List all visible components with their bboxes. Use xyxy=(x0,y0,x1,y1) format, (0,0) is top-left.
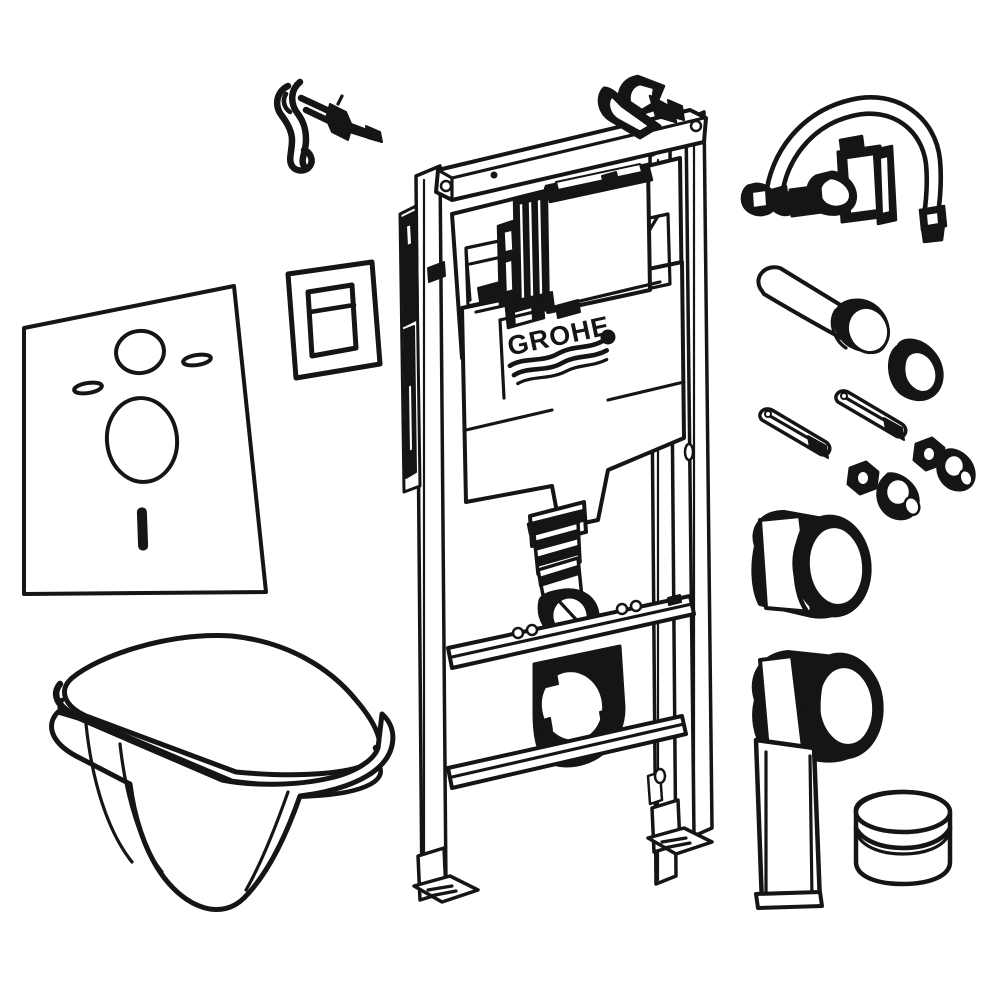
waste-bend-elbow xyxy=(753,737,824,910)
frame-mid-crossbar xyxy=(446,594,696,670)
frame-top-bracket xyxy=(597,74,685,140)
threaded-rod-lower xyxy=(758,407,832,459)
dual-flush-plate[interactable] xyxy=(285,259,383,381)
frame-feet xyxy=(412,767,714,904)
concealed-cistern: GROHE xyxy=(450,156,686,530)
mat-slot-right xyxy=(181,352,213,368)
water-supply-hose xyxy=(740,95,948,244)
short-connection-sleeve xyxy=(853,789,953,887)
flush-valve-unit xyxy=(512,162,654,314)
hex-nut-right xyxy=(912,436,946,472)
installation-frame: GROHE xyxy=(398,74,714,904)
pan-body xyxy=(49,709,396,912)
wall-anchor-bolt xyxy=(273,78,383,174)
seat-lid xyxy=(62,633,383,778)
outlet-fitting-ring xyxy=(751,650,884,763)
wc-pan-with-seat xyxy=(49,633,396,912)
flush-connector-sleeve xyxy=(751,510,872,619)
flush-button-divider xyxy=(307,302,357,315)
cistern-lower-shell xyxy=(460,260,686,530)
flush-button-frame xyxy=(305,282,359,359)
frame-lower-crossbar xyxy=(446,714,688,790)
mat-slot-left xyxy=(72,380,104,396)
hex-nut-left xyxy=(846,460,880,496)
dome-cap-cover-right xyxy=(936,448,976,492)
sleeve-top-rim xyxy=(853,789,953,835)
mat-hole-upper xyxy=(114,328,166,376)
mat-slot-bottom xyxy=(136,507,149,551)
grohe-logo-dot xyxy=(600,329,616,345)
mat-hole-lower xyxy=(104,396,180,484)
threaded-rod-upper xyxy=(834,389,908,441)
angle-stop-valve xyxy=(769,134,898,226)
flush-pipe-bellows xyxy=(526,500,600,643)
pipe-sleeve-with-nut xyxy=(756,265,944,401)
sound-insulation-mat xyxy=(22,284,268,596)
dome-cap-cover-left xyxy=(876,472,921,521)
